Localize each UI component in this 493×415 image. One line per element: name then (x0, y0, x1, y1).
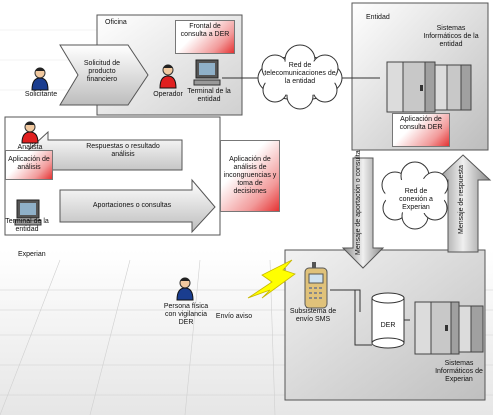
solicitante-person-icon (31, 67, 49, 91)
operador-label: Operador (153, 91, 183, 98)
experian-server-icon (414, 301, 484, 355)
entidad-systems-label: Sistemas Informáticos de la entidad (423, 25, 479, 48)
frontal-label: Frontal de consulta a DER (180, 23, 230, 38)
analista-terminal-label: Terminal de la entidad (5, 218, 49, 233)
analista-label: Analista (17, 144, 43, 151)
analista-terminal-icon (14, 199, 42, 226)
analista-person-icon (21, 121, 39, 144)
operador-person-icon (159, 64, 177, 89)
respuestas-label: Respuestas o resultado análisis (86, 143, 160, 158)
analista-app-label: Aplicación de análisis (8, 156, 50, 171)
analysis-app-label: Aplicación de análisis de incongruencias… (223, 156, 277, 195)
entidad-server-icon (386, 61, 472, 113)
bolt-icon (247, 259, 296, 299)
sms-label: Subsistema de envío SMS (289, 308, 337, 323)
aviso-label: Envío aviso (215, 313, 253, 320)
consulta-arrow-label: Mensaje de aportación o consulta (355, 150, 362, 255)
entidad-app-label: Aplicación de consulta DER (399, 116, 443, 131)
entidad-app-box (392, 113, 450, 147)
oficina-title: Oficina (105, 19, 127, 26)
respuesta-arrow-label: Mensaje de respuesta (458, 165, 465, 234)
solicitante-label: Solicitante (24, 91, 58, 98)
network-experian-label: Red de conexión a Experian (399, 188, 433, 211)
consulta-arrow (341, 157, 385, 269)
experian-title: Experian (18, 251, 46, 258)
experian-systems-label: Sistemas Informáticos de Experian (435, 360, 483, 383)
solicitud-label: Solicitud de producto financiero (83, 60, 121, 83)
analista-app-box (5, 150, 53, 180)
frontal-box (175, 20, 235, 54)
entidad-title: Entidad (366, 14, 390, 21)
persona-person-icon (176, 277, 194, 301)
der-database-icon (371, 292, 405, 349)
network-experian-cloud (381, 161, 449, 230)
aportaciones-arrow (59, 178, 216, 234)
oficina-terminal-icon (193, 59, 221, 86)
analysis-app-box (220, 140, 280, 212)
oficina-terminal-label: Terminal de la entidad (187, 88, 231, 103)
aportaciones-label: Aportaciones o consultas (92, 202, 172, 209)
der-label: DER (380, 322, 396, 329)
network-entity-label: Red de telecomunicaciones de la entidad (264, 62, 336, 85)
solicitud-arrow (59, 44, 149, 106)
persona-label: Persona física con vigilancia DER (163, 303, 209, 326)
phone-icon (304, 262, 328, 309)
